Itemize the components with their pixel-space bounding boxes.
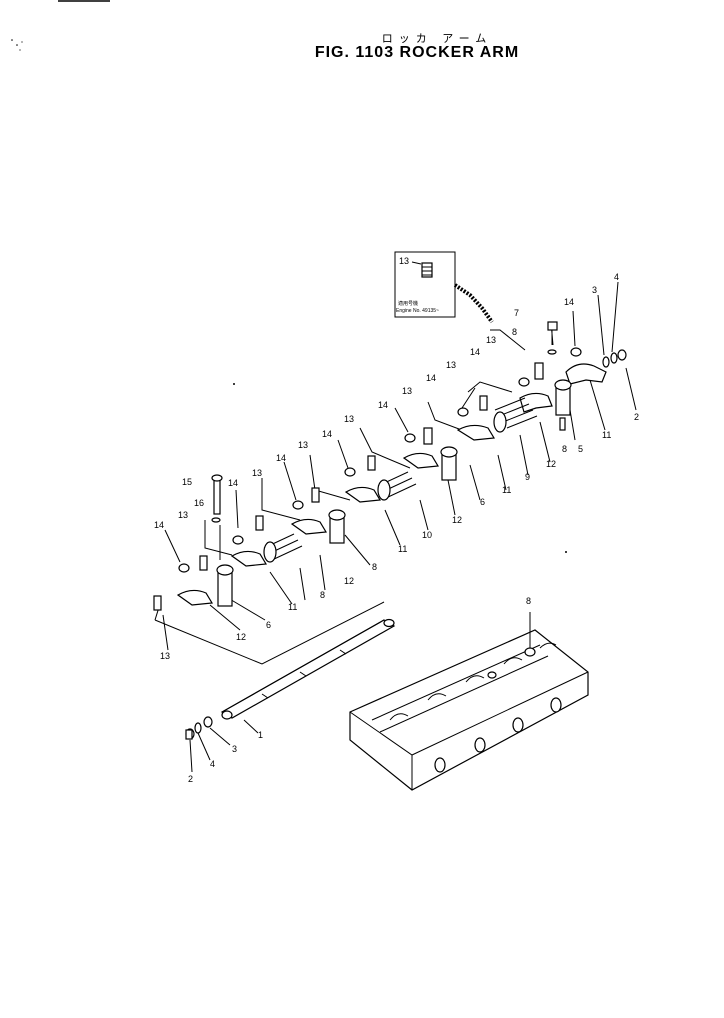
callout-6-mid: 6 — [480, 497, 485, 507]
callout-9: 9 — [525, 472, 530, 482]
scan-specks — [11, 0, 110, 51]
callout-13-a: 13 — [486, 335, 496, 345]
inset-box: 13 適用号機 Engine No. 49135~ — [394, 251, 494, 324]
rocker-unit-2 — [456, 392, 553, 441]
callout-11-a: 11 — [602, 430, 611, 440]
callout-11-c: 11 — [398, 544, 407, 554]
callout-13-e: 13 — [298, 440, 308, 450]
callout-3-left: 3 — [232, 744, 237, 754]
callout-5-right: 5 — [578, 444, 583, 454]
callout-7: 7 — [514, 308, 519, 318]
bolt-15 — [213, 477, 221, 515]
callout-8-top: 8 — [512, 327, 517, 337]
cylinder-head — [349, 612, 589, 791]
callout-14-e: 14 — [322, 429, 332, 439]
callout-11-d: 11 — [288, 602, 297, 612]
inset-note-jp: 適用号機 — [398, 300, 418, 307]
callout-numbers: 1 2 2 3 3 4 4 5 6 6 7 8 8 8 8 8 9 10 11 … — [154, 272, 639, 784]
callout-12-c: 12 — [344, 576, 354, 586]
rocker-unit-3 — [367, 427, 458, 501]
inset-bolt — [411, 261, 433, 278]
inset-callout: 13 — [399, 256, 409, 266]
leader-lines — [154, 281, 637, 773]
callout-1: 1 — [258, 730, 263, 740]
callout-12-d: 12 — [236, 632, 246, 642]
callout-2-left: 2 — [188, 774, 193, 784]
callout-14-c: 14 — [426, 373, 436, 383]
callout-13-h: 13 — [160, 651, 170, 661]
figure-title: FIG. 1103 ROCKER ARM — [314, 44, 520, 61]
callout-13-d: 13 — [344, 414, 354, 424]
callout-14-f: 14 — [276, 453, 286, 463]
callout-13-g: 13 — [178, 510, 188, 520]
callout-4-right: 4 — [614, 272, 619, 282]
callout-14-h: 14 — [154, 520, 164, 530]
inset-frame — [394, 251, 456, 318]
callout-6-left: 6 — [266, 620, 271, 630]
callout-14-g: 14 — [228, 478, 238, 488]
washer-8 — [547, 349, 557, 355]
callout-8-head: 8 — [526, 596, 531, 606]
callout-10: 10 — [422, 530, 432, 540]
callout-14-b: 14 — [470, 347, 480, 357]
rocker-shaft — [220, 618, 396, 720]
callout-16: 16 — [194, 498, 204, 508]
shaft-end-parts-right — [602, 349, 627, 368]
callout-8-mid: 8 — [372, 562, 377, 572]
shaft-end-parts-left — [185, 716, 213, 740]
callout-13-c: 13 — [402, 386, 412, 396]
callout-4-left: 4 — [210, 759, 215, 769]
callout-14-a: 14 — [564, 297, 574, 307]
figure-title-japanese: ロッカ アーム — [381, 32, 493, 45]
callout-14-d: 14 — [378, 400, 388, 410]
callout-15: 15 — [182, 477, 192, 487]
rocker-unit-4 — [255, 467, 382, 563]
rocker-arm-units — [153, 321, 607, 611]
callout-8-left: 8 — [320, 590, 325, 600]
nut-14 — [570, 347, 582, 357]
callout-12-a: 12 — [546, 459, 556, 469]
bolt-7-head — [547, 321, 558, 331]
callout-12-b: 12 — [452, 515, 462, 525]
rocker-unit-5 — [153, 474, 268, 611]
washer-16 — [211, 517, 221, 523]
snap-ring-3 — [203, 716, 213, 728]
callout-13-f: 13 — [252, 468, 262, 478]
washer-4 — [194, 722, 202, 734]
callout-8-right: 8 — [562, 444, 567, 454]
inset-note-engine: Engine No. 49135~ — [396, 308, 439, 314]
callout-3-right: 3 — [592, 285, 597, 295]
callout-11-b: 11 — [502, 485, 511, 495]
inset-leader — [453, 283, 494, 324]
callout-2-right: 2 — [634, 412, 639, 422]
callout-13-b: 13 — [446, 360, 456, 370]
rocker-unit-1 — [518, 321, 607, 431]
